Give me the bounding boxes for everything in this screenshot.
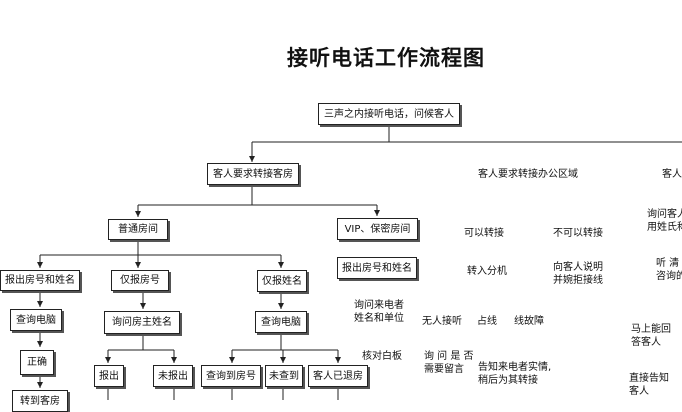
node-vip-report-room-and-name: 报出房号和姓名 [337, 257, 417, 279]
node-transfer-office: 客人要求转接办公区域 [478, 169, 578, 180]
node-right-edge-header: 客人 [662, 169, 682, 180]
label-right-ask-line1: 询问客人 [647, 209, 682, 220]
label-inform-line1: 告知来电者实情, [478, 362, 552, 373]
node-bottom-left-partial: 转到客房 [12, 390, 68, 412]
node-transfer-room: 客人要求转接客房 [207, 163, 299, 185]
label-line-busy: 占线 [477, 316, 497, 327]
node-report-name-only: 仅报姓名 [257, 270, 307, 292]
page-title: 接听电话工作流程图 [287, 46, 485, 70]
label-nobody-answers: 无人接听 [422, 316, 462, 327]
label-verify-whiteboard: 核对白板 [362, 351, 402, 362]
label-right-tell-line1: 直接告知 [629, 373, 669, 384]
label-transfer-extension: 转入分机 [467, 266, 507, 277]
label-ask-caller-line2: 姓名和单位 [354, 313, 404, 324]
node-check-computer-left: 查询电脑 [10, 309, 62, 331]
label-line-fault: 线故障 [514, 316, 544, 327]
label-can-transfer: 可以转接 [464, 228, 504, 239]
node-report-room-only: 仅报房号 [111, 270, 169, 291]
node-ask-room-owner: 询问房主姓名 [104, 311, 180, 334]
label-explain-line2: 并婉拒接线 [553, 275, 603, 286]
label-inform-line2: 稍后为其转接 [478, 375, 538, 386]
label-leave-msg-line1: 询 问 是 否 [424, 351, 474, 362]
node-vip-room: VIP、保密房间 [337, 218, 418, 240]
node-correct: 正确 [20, 350, 54, 375]
label-right-tell-line2: 客人 [629, 386, 649, 397]
label-right-answer-line2: 答客人 [631, 337, 661, 348]
node-find-room-number: 查询到房号 [201, 365, 261, 387]
node-guest-checked-out: 客人已退房 [308, 365, 368, 387]
label-leave-msg-line2: 需要留言 [424, 364, 464, 375]
node-report-room-and-name: 报出房号和姓名 [0, 270, 80, 291]
node-report-out: 报出 [94, 365, 124, 387]
label-right-listen-line1: 听 清 另 [656, 258, 682, 269]
label-cannot-transfer: 不可以转接 [553, 228, 603, 239]
label-right-ask-line2: 用姓氏称 [647, 222, 682, 233]
node-normal-room: 普通房间 [108, 219, 168, 240]
label-right-answer-line1: 马上能回 [631, 324, 671, 335]
node-root: 三声之内接听电话，问候客人 [318, 103, 460, 125]
label-ask-caller-line1: 询问来电者 [354, 300, 404, 311]
connector-lines [37, 124, 682, 400]
node-check-computer-right: 查询电脑 [255, 311, 307, 333]
node-not-report: 未报出 [153, 365, 193, 387]
label-right-listen-line2: 咨询的 [656, 271, 682, 282]
node-not-found: 未查到 [265, 365, 303, 387]
label-explain-line1: 向客人说明 [553, 262, 603, 273]
